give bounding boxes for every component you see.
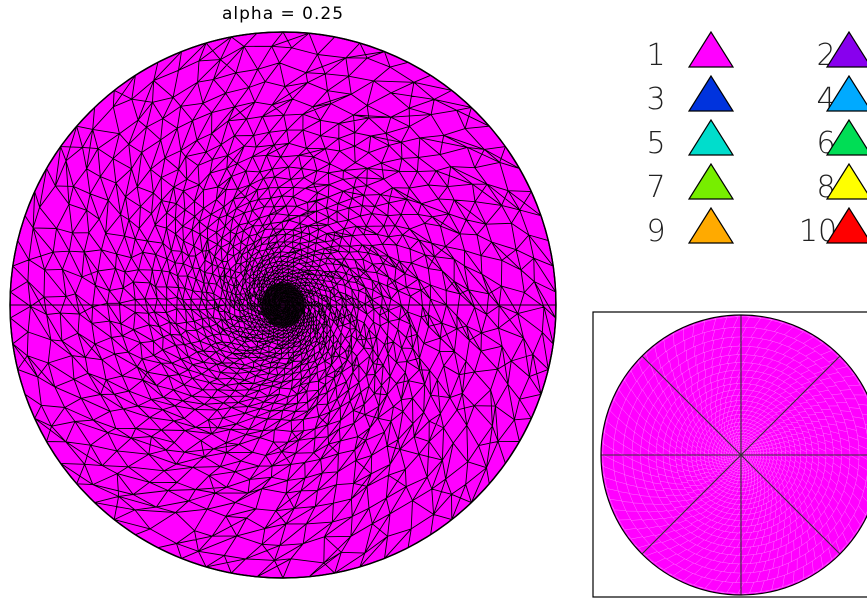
legend-label: 8 <box>816 170 835 205</box>
legend-swatch-triangle <box>687 118 735 156</box>
legend-swatch-triangle <box>825 162 867 200</box>
inset-mesh-panel <box>592 311 867 598</box>
legend-label: 3 <box>646 82 665 117</box>
mesh-boundary <box>9 31 557 579</box>
legend-swatch-triangle <box>687 206 735 244</box>
legend-swatch-triangle <box>687 30 735 68</box>
legend-item-5: 5 <box>646 118 735 161</box>
legend-item-10: 10 <box>799 206 867 249</box>
legend-swatch-triangle <box>825 74 867 112</box>
inset-mesh-edges <box>600 314 867 596</box>
legend-label: 10 <box>799 214 837 249</box>
legend-swatch-triangle <box>825 30 867 68</box>
legend-item-8: 8 <box>816 162 867 205</box>
legend-swatch-triangle <box>825 118 867 156</box>
mesh-dense-core <box>261 283 305 327</box>
legend-item-2: 2 <box>816 30 867 73</box>
inset-sector-divider <box>740 355 841 456</box>
legend-item-6: 6 <box>816 118 867 161</box>
legend-swatch-triangle <box>687 74 735 112</box>
legend-label: 9 <box>646 214 665 249</box>
legend-label: 5 <box>646 126 665 161</box>
legend-label: 6 <box>816 126 835 161</box>
legend-label: 7 <box>646 170 665 205</box>
legend-item-4: 4 <box>816 74 867 117</box>
legend-item-7: 7 <box>646 162 735 205</box>
legend-label: 1 <box>646 38 665 73</box>
legend-item-1: 1 <box>646 30 735 73</box>
inset-sector-divider <box>641 454 742 555</box>
legend-label: 4 <box>816 82 835 117</box>
inset-boundary <box>600 314 867 596</box>
inset-sector-divider <box>740 454 841 555</box>
legend-item-9: 9 <box>646 206 735 249</box>
legend-swatch-triangle <box>687 162 735 200</box>
legend: 1 2 3 4 5 6 7 8 9 10 <box>646 30 867 249</box>
main-mesh-disc <box>9 31 557 579</box>
legend-swatch-triangle <box>825 206 867 244</box>
plot-title: alpha = 0.25 <box>221 4 345 24</box>
legend-item-3: 3 <box>646 74 735 117</box>
legend-label: 2 <box>816 38 835 73</box>
inset-sector-divider <box>641 355 742 456</box>
